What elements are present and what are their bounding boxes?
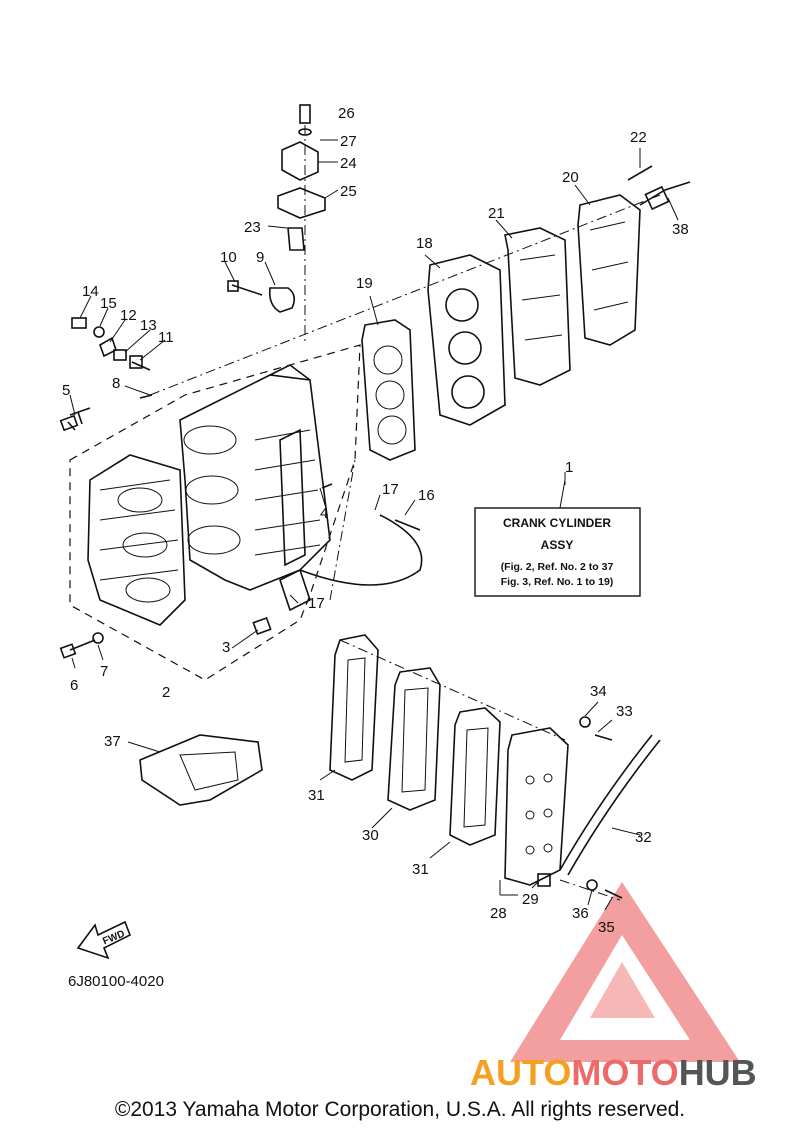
callout-23: 23 bbox=[244, 219, 261, 236]
title-ref2: Fig. 3, Ref. No. 1 to 19) bbox=[501, 576, 614, 588]
callout-33: 33 bbox=[616, 703, 633, 720]
exhaust-gasket-outer bbox=[329, 634, 379, 781]
assembly-title-box: CRANK CYLINDER ASSY (Fig. 2, Ref. No. 2 … bbox=[474, 507, 641, 597]
thermostat-cover-parts bbox=[277, 104, 326, 251]
callout-1: 1 bbox=[565, 459, 573, 476]
callout-32: 32 bbox=[635, 829, 652, 846]
drawing-code: 6J80100-4020 bbox=[68, 973, 164, 990]
small-bolts-left bbox=[59, 394, 333, 659]
callout-6: 6 bbox=[70, 677, 78, 694]
callout-31b: 31 bbox=[412, 861, 429, 878]
callout-13: 13 bbox=[140, 317, 157, 334]
callout-7: 7 bbox=[100, 663, 108, 680]
exhaust-gasket-inner bbox=[449, 707, 501, 846]
cylinder-head bbox=[427, 254, 506, 426]
callout-21: 21 bbox=[488, 205, 505, 222]
callout-22: 22 bbox=[630, 129, 647, 146]
title-line1: CRANK CYLINDER bbox=[503, 516, 611, 530]
bottom-gasket bbox=[139, 734, 263, 806]
callout-4: 4 bbox=[320, 505, 328, 522]
crankcase-assy-boundary bbox=[69, 344, 361, 681]
callout-36: 36 bbox=[572, 905, 589, 922]
callout-3: 3 bbox=[222, 639, 230, 656]
spark-plug-and-bolt bbox=[627, 165, 691, 211]
watermark-logo bbox=[510, 882, 740, 1062]
callout-2: 2 bbox=[162, 684, 170, 701]
title-ref1: (Fig. 2, Ref. No. 2 to 37 bbox=[501, 561, 614, 573]
callout-29: 29 bbox=[522, 891, 539, 908]
watermark-auto: AUTO bbox=[470, 1052, 571, 1093]
callout-5: 5 bbox=[62, 382, 70, 399]
callout-28: 28 bbox=[490, 905, 507, 922]
watermark-moto: MOTO bbox=[571, 1052, 678, 1093]
callout-27: 27 bbox=[340, 133, 357, 150]
callout-11: 11 bbox=[158, 329, 174, 346]
callout-10: 10 bbox=[220, 249, 237, 266]
callout-19: 19 bbox=[356, 275, 373, 292]
callout-8: 8 bbox=[112, 375, 120, 392]
head-gasket bbox=[361, 319, 416, 461]
cylinder-head-cover bbox=[577, 194, 641, 346]
callout-37: 37 bbox=[104, 733, 121, 750]
callout-17b: 17 bbox=[308, 595, 325, 612]
callout-14: 14 bbox=[82, 283, 99, 300]
callout-30: 30 bbox=[362, 827, 379, 844]
callout-26: 26 bbox=[338, 105, 355, 122]
callout-20: 20 bbox=[562, 169, 579, 186]
crankcase-half bbox=[87, 454, 186, 626]
callout-34: 34 bbox=[590, 683, 607, 700]
watermark-wordmark: AUTOMOTOHUB bbox=[470, 1052, 757, 1093]
callout-35: 35 bbox=[598, 919, 615, 936]
callout-25: 25 bbox=[340, 183, 357, 200]
head-cover-gasket bbox=[504, 227, 571, 386]
callout-24: 24 bbox=[340, 155, 357, 172]
exhaust-outer-cover bbox=[504, 727, 569, 887]
callout-12: 12 bbox=[120, 307, 137, 324]
svg-text:AUTOMOTOHUB: AUTOMOTOHUB bbox=[470, 1052, 757, 1093]
title-line2: ASSY bbox=[541, 538, 574, 552]
copyright-notice: ©2013 Yamaha Motor Corporation, U.S.A. A… bbox=[114, 1098, 686, 1121]
callout-leaders bbox=[69, 105, 679, 911]
callout-9: 9 bbox=[256, 249, 264, 266]
cylinder-block bbox=[179, 364, 331, 591]
callout-38: 38 bbox=[672, 221, 689, 238]
callout-numbers: 1 2 3 4 5 6 7 8 9 10 11 12 13 14 15 16 1… bbox=[62, 105, 689, 936]
callout-15: 15 bbox=[100, 295, 117, 312]
watermark-hub: HUB bbox=[679, 1052, 757, 1093]
forward-arrow-icon: FWD bbox=[76, 920, 132, 960]
exhaust-inner-cover bbox=[387, 667, 441, 811]
callout-18: 18 bbox=[416, 235, 433, 252]
small-bolts-upper-left bbox=[71, 280, 296, 371]
callout-31a: 31 bbox=[308, 787, 325, 804]
callout-16: 16 bbox=[418, 487, 435, 504]
callout-17a: 17 bbox=[382, 481, 399, 498]
